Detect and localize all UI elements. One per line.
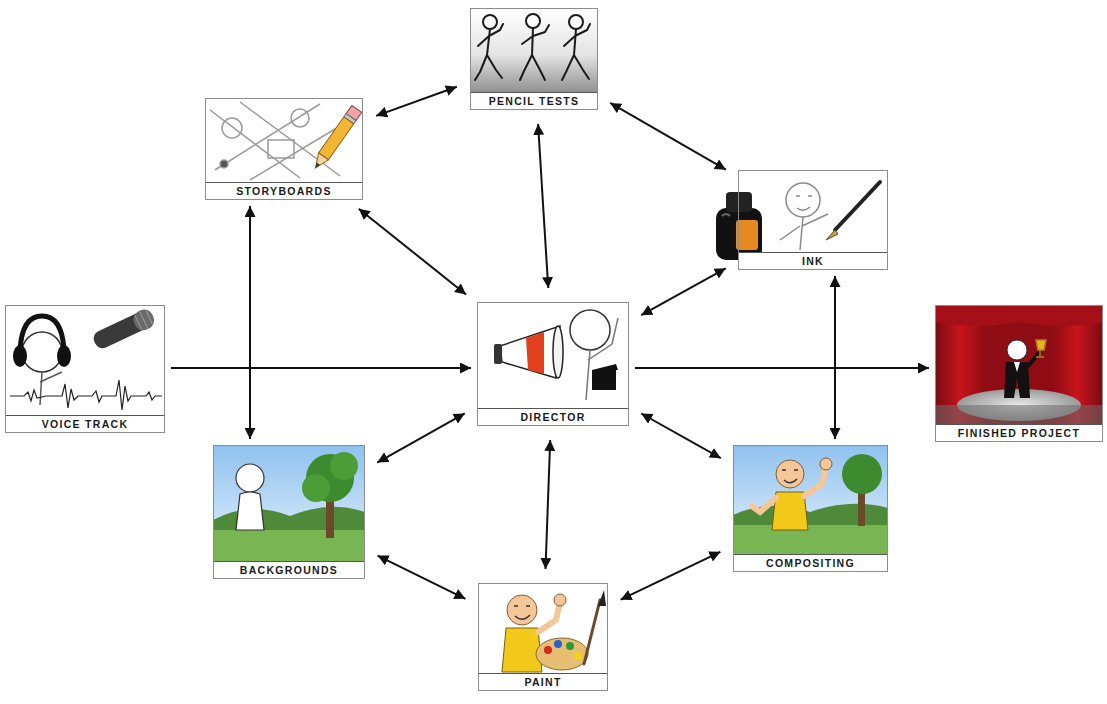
- voice-track-picture: [5, 305, 165, 416]
- flow-arrow: [635, 368, 835, 439]
- flow-arrow: [359, 209, 466, 295]
- process-box: FINISHED PROJECT: [935, 305, 1103, 442]
- finished-project-picture: [935, 305, 1103, 425]
- process-box: PAINT: [478, 583, 608, 691]
- stage-label: PAINT: [479, 673, 607, 690]
- stage-label: INK: [739, 252, 887, 269]
- flow-arrow: [378, 556, 466, 599]
- flow-arrow: [621, 552, 721, 600]
- process-box: PENCIL TESTS: [470, 8, 598, 110]
- process-box: VOICE TRACK: [5, 305, 165, 433]
- pencil-tests-picture: [470, 8, 598, 93]
- flow-arrow: [376, 87, 457, 116]
- storyboards-picture: [205, 98, 363, 183]
- flow-arrow: [171, 368, 250, 439]
- process-box: BACKGROUNDS: [213, 445, 365, 579]
- flow-arrow: [545, 440, 550, 569]
- stage-label: VOICE TRACK: [6, 415, 164, 432]
- paint-picture: [478, 583, 608, 673]
- director-picture: [477, 302, 629, 408]
- process-box: INK: [738, 170, 888, 270]
- flow-arrow: [610, 103, 726, 170]
- compositing-picture: [733, 445, 888, 555]
- flow-arrow: [635, 276, 835, 368]
- stage-label: COMPOSITING: [734, 554, 887, 571]
- backgrounds-picture: [213, 445, 365, 562]
- process-box: DIRECTOR: [477, 302, 629, 426]
- stage-label: PENCIL TESTS: [471, 92, 597, 109]
- flow-arrow: [171, 206, 250, 368]
- stage-label: BACKGROUNDS: [214, 561, 364, 578]
- flow-arrow: [641, 268, 726, 315]
- ink-picture: [716, 170, 888, 260]
- stage-label: FINISHED PROJECT: [936, 424, 1102, 441]
- process-box: STORYBOARDS: [205, 98, 363, 200]
- stage-label: DIRECTOR: [478, 408, 628, 425]
- flow-arrow: [538, 124, 548, 288]
- flow-arrow: [377, 413, 465, 462]
- flow-arrow: [641, 414, 721, 459]
- process-box: COMPOSITING: [733, 445, 888, 572]
- stage-label: STORYBOARDS: [206, 182, 362, 199]
